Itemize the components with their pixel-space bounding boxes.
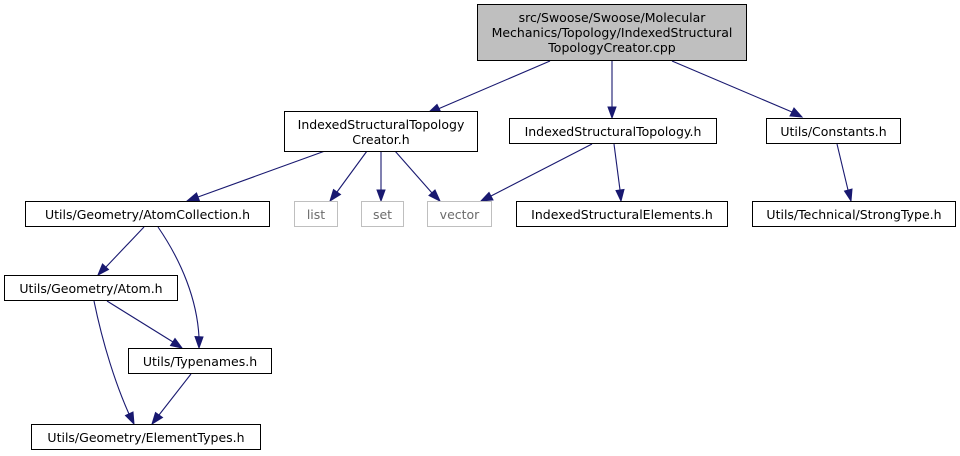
edge-creator-h-to-list (329, 150, 368, 203)
file-node-constants-h[interactable]: Utils/Constants.h (766, 118, 901, 144)
vector-label: vector (439, 206, 480, 222)
edge-creator-h-to-atomcollection-h (185, 150, 326, 202)
file-node-topology-h[interactable]: IndexedStructuralTopology.h (509, 118, 717, 144)
edge-topology-h-to-elements-h (613, 143, 625, 203)
edge-creator-h-to-set (376, 151, 386, 203)
strongtype-h-label: Utils/Technical/StrongType.h (766, 206, 942, 222)
topology-h-label: IndexedStructuralTopology.h (524, 123, 702, 139)
constants-h-label: Utils/Constants.h (780, 123, 887, 139)
edge-root-to-creator-h (426, 60, 551, 114)
file-node-root: src/Swoose/Swoose/Molecular Mechanics/To… (477, 4, 747, 61)
edge-root-to-constants-h (671, 60, 804, 118)
system-header-set: set (361, 201, 404, 227)
typenames-h-label: Utils/Typenames.h (142, 353, 258, 369)
atomcollection-h-label: Utils/Geometry/AtomCollection.h (44, 206, 251, 222)
creator-h-line-1: IndexedStructuralTopology (297, 116, 465, 132)
root-line-1: src/Swoose/Swoose/Molecular (518, 10, 706, 25)
file-node-strongtype-h[interactable]: Utils/Technical/StrongType.h (752, 201, 956, 227)
elements-h-label: IndexedStructuralElements.h (531, 206, 713, 222)
list-label: list (306, 206, 326, 222)
system-header-list: list (294, 201, 338, 227)
system-header-vector: vector (427, 201, 492, 227)
creator-h-line-2: Creator.h (352, 131, 410, 147)
file-node-atomcollection-h[interactable]: Utils/Geometry/AtomCollection.h (25, 201, 270, 227)
file-node-typenames-h[interactable]: Utils/Typenames.h (128, 348, 272, 374)
edge-typenames-h-to-elementtypes-h (151, 373, 192, 426)
file-node-elementtypes-h[interactable]: Utils/Geometry/ElementTypes.h (31, 424, 261, 450)
file-node-atom-h[interactable]: Utils/Geometry/Atom.h (4, 275, 178, 301)
edge-constants-h-to-strongtype-h (836, 143, 853, 203)
set-label: set (372, 206, 393, 222)
edge-atom-h-to-elementtypes-h (93, 300, 135, 426)
root-line-3: TopologyCreator.cpp (548, 40, 676, 55)
edge-topology-h-to-vector (479, 143, 593, 202)
file-node-elements-h[interactable]: IndexedStructuralElements.h (516, 201, 728, 227)
file-node-creator-h[interactable]: IndexedStructuralTopology Creator.h (284, 111, 478, 152)
edge-creator-h-to-vector (394, 150, 442, 203)
atom-h-label: Utils/Geometry/Atom.h (19, 280, 163, 296)
edge-atom-h-to-typenames-h (106, 300, 184, 349)
edge-atomcollection-h-to-typenames-h (157, 226, 204, 350)
elementtypes-h-label: Utils/Geometry/ElementTypes.h (47, 429, 245, 445)
edge-root-to-topology-h (607, 61, 617, 120)
root-line-2: Mechanics/Topology/IndexedStructural (491, 25, 733, 40)
edge-atomcollection-h-to-atom-h (97, 226, 145, 277)
